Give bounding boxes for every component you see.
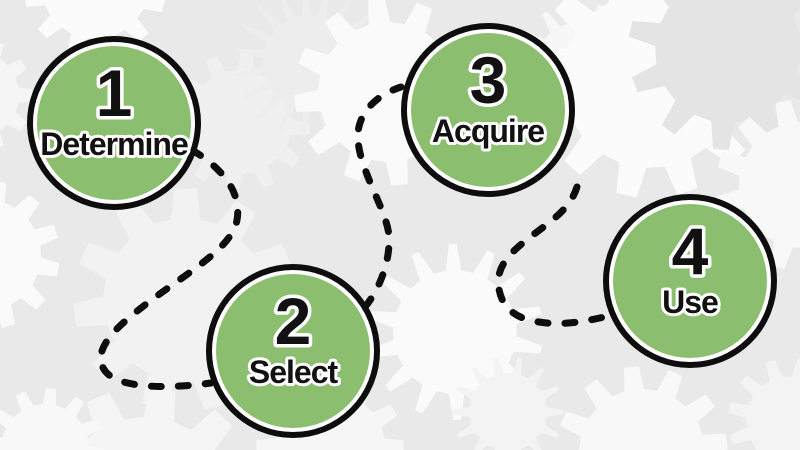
gear-icon xyxy=(0,181,60,328)
step-number: 1 xyxy=(96,56,133,130)
gear-icon xyxy=(728,358,800,450)
step-node-4-use: 4 Use xyxy=(603,194,777,368)
step-label: Acquire xyxy=(432,113,544,149)
step-circle-fill xyxy=(411,33,565,187)
step-label: Determine xyxy=(40,126,188,162)
gear-icon xyxy=(452,357,564,450)
step-circle-fill xyxy=(216,274,370,428)
gear-icon xyxy=(560,366,728,450)
connector-path-step3-step4 xyxy=(494,183,613,327)
step-node-2-select: 2 Select xyxy=(206,264,380,438)
step-node-1-determine: 1 Determine xyxy=(27,36,201,210)
step-number: 2 xyxy=(275,284,312,358)
step-circle-fill xyxy=(37,46,191,200)
gear-icon xyxy=(24,0,166,57)
step-label: Use xyxy=(662,284,718,320)
step-number: 4 xyxy=(672,214,709,288)
step-number: 3 xyxy=(470,43,507,117)
connector-paths xyxy=(97,83,613,391)
gear-icon xyxy=(40,387,233,450)
gear-icon xyxy=(0,42,33,148)
step-circle-fill xyxy=(613,204,767,358)
gear-icon xyxy=(0,388,105,450)
gear-icon xyxy=(628,0,800,150)
connector-path-step1-step2 xyxy=(97,146,242,391)
step-node-3-acquire: 3 Acquire xyxy=(401,23,575,197)
step-label: Select xyxy=(249,354,339,390)
gear-icon xyxy=(716,99,800,270)
